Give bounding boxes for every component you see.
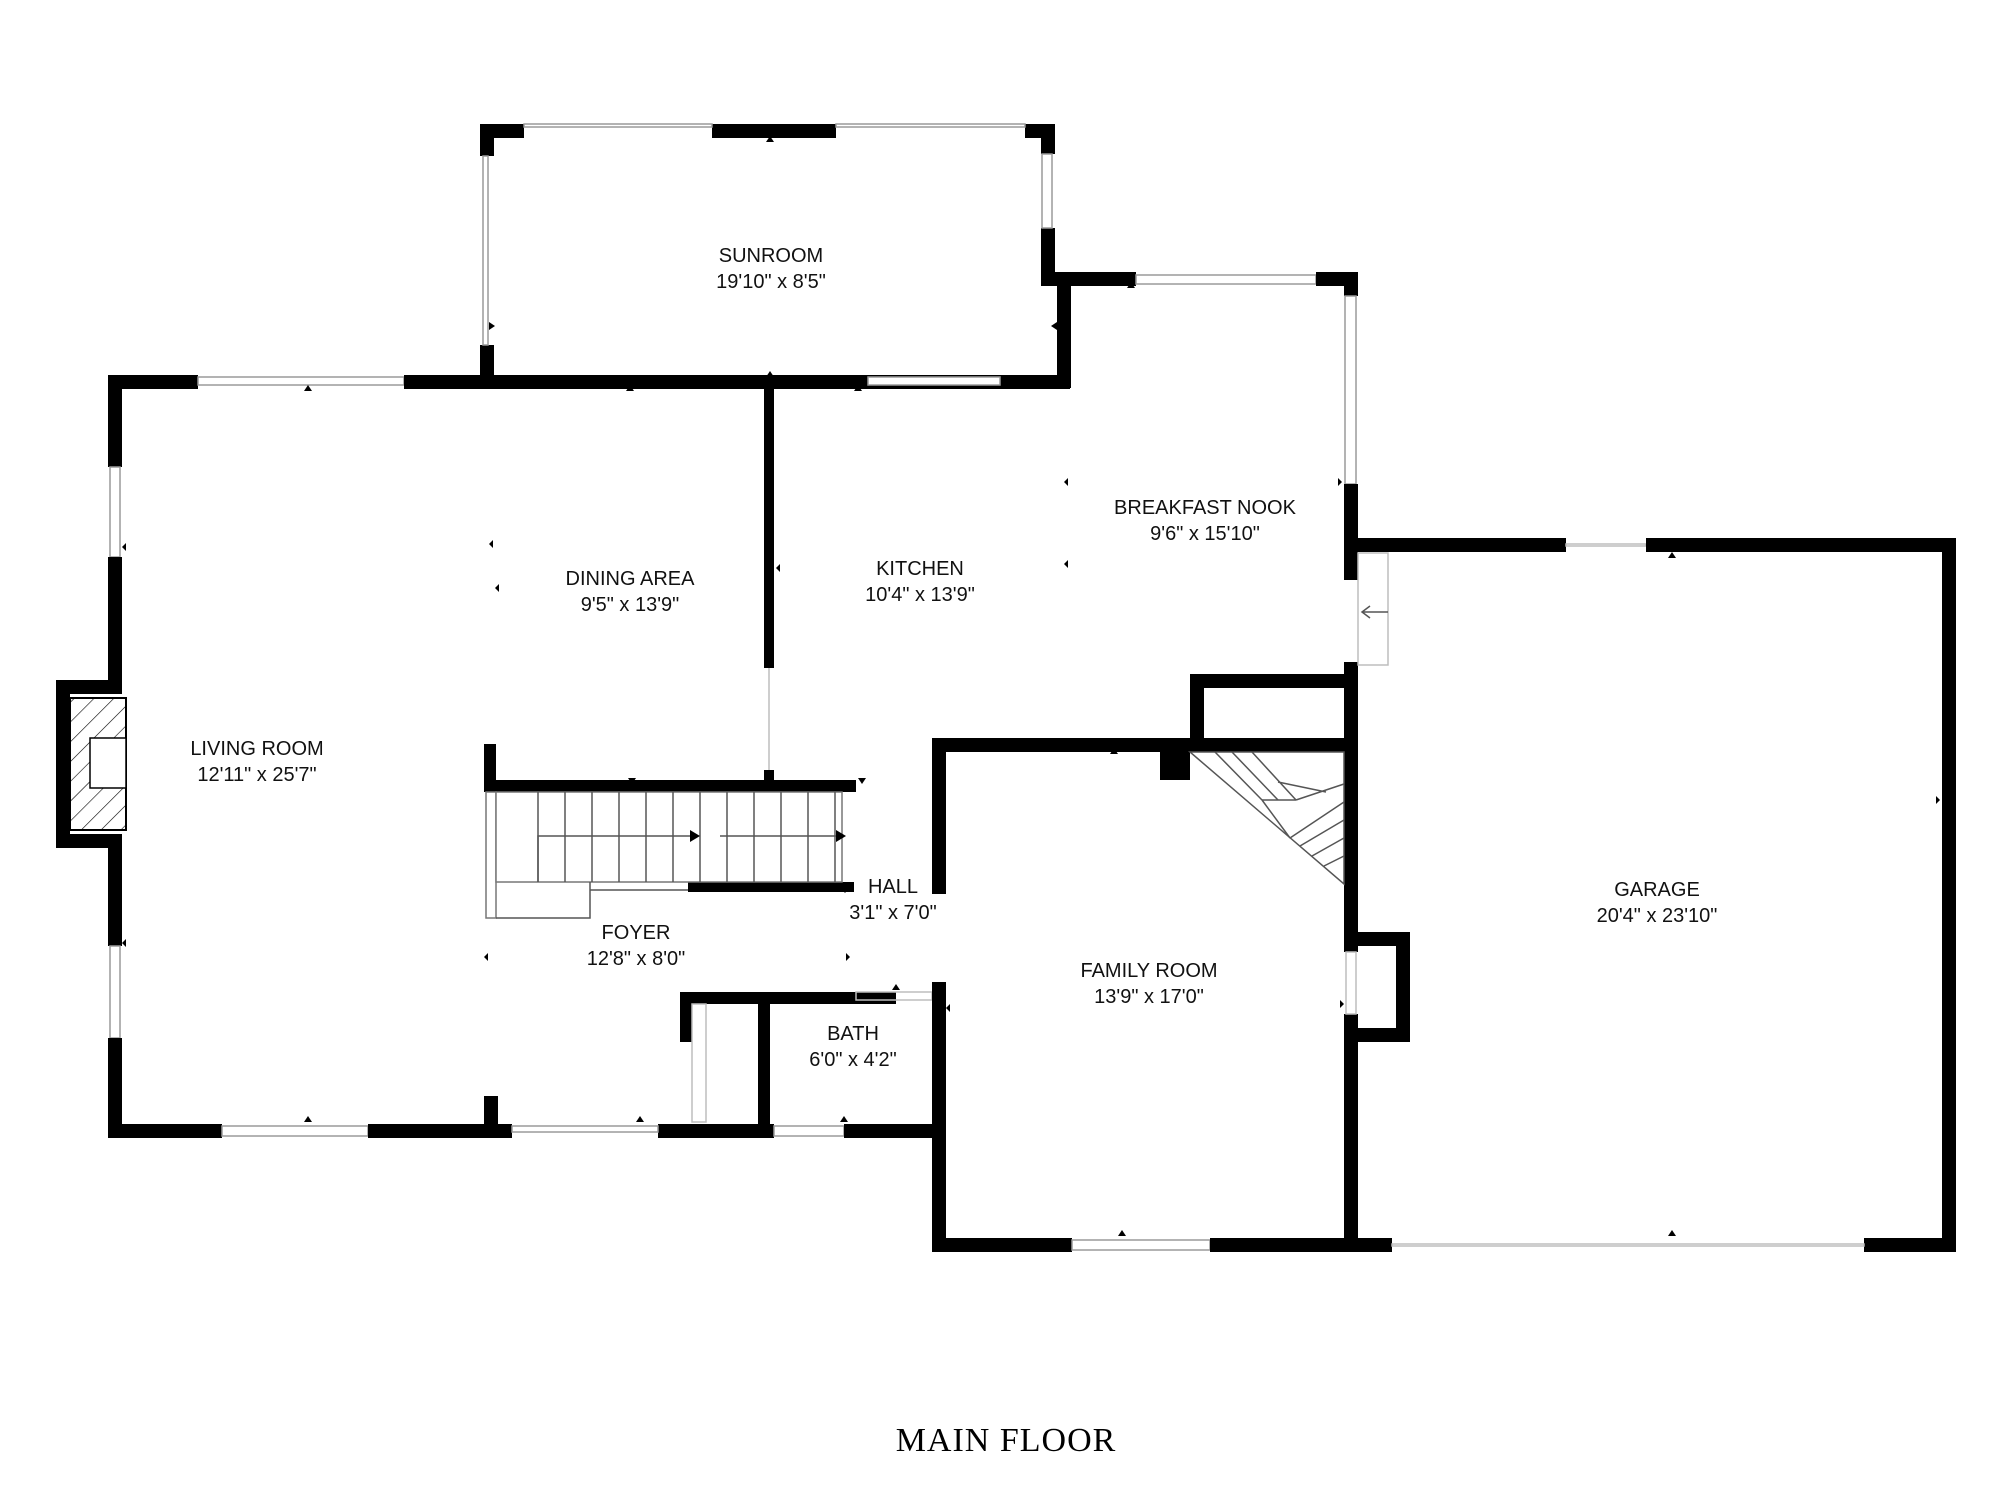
living-room-dims: 12'11" x 25'7" [197, 764, 316, 786]
family-room-name: FAMILY ROOM [1080, 960, 1217, 982]
breakfast-nook-walls [1041, 272, 1389, 742]
sunroom-windows [482, 123, 1053, 346]
garage-name: GARAGE [1614, 879, 1700, 901]
room-label-dining-area: DINING AREA 9'5" x 13'9" [566, 568, 696, 616]
dining-kitchen-top-wall [480, 272, 1071, 389]
sunroom-walls [480, 124, 1055, 380]
garage-dims: 20'4" x 23'10" [1597, 905, 1718, 927]
staircase [484, 744, 856, 919]
living-room-walls [56, 375, 512, 1138]
foyer-dims: 12'8" x 8'0" [587, 948, 686, 970]
room-label-foyer: FOYER 12'8" x 8'0" [587, 922, 686, 970]
dining-area-dims: 9'5" x 13'9" [581, 594, 680, 616]
room-label-bath: BATH 6'0" x 4'2" [809, 1023, 896, 1071]
breakfast-nook-name: BREAKFAST NOOK [1114, 497, 1297, 519]
fireplace [69, 697, 127, 831]
family-room-stairs [1187, 751, 1345, 886]
garage-walls [1344, 538, 1956, 1252]
floor-title: MAIN FLOOR [896, 1422, 1117, 1459]
kitchen-dims: 10'4" x 13'9" [865, 584, 975, 606]
bath-name: BATH [827, 1023, 879, 1045]
room-label-garage: GARAGE 20'4" x 23'10" [1597, 879, 1718, 927]
hall-name: HALL [868, 876, 918, 898]
hall-bath-walls [511, 991, 942, 1138]
breakfast-nook-dims: 9'6" x 15'10" [1150, 523, 1260, 545]
room-label-family-room: FAMILY ROOM 13'9" x 17'0" [1080, 960, 1217, 1008]
family-room-walls [932, 674, 1392, 1252]
door-markers [122, 136, 1940, 1236]
kitchen-name: KITCHEN [876, 558, 964, 580]
room-label-breakfast-nook: BREAKFAST NOOK 9'6" x 15'10" [1114, 497, 1297, 545]
family-room-dims: 13'9" x 17'0" [1094, 986, 1204, 1008]
room-label-sunroom: SUNROOM 19'10" x 8'5" [716, 245, 826, 293]
room-label-hall: HALL 3'1" x 7'0" [849, 876, 936, 924]
sunroom-name: SUNROOM [719, 245, 823, 267]
hall-dims: 3'1" x 7'0" [849, 902, 936, 924]
room-label-living-room: LIVING ROOM 12'11" x 25'7" [190, 738, 323, 786]
room-label-kitchen: KITCHEN 10'4" x 13'9" [865, 558, 975, 606]
foyer-name: FOYER [602, 922, 671, 944]
dining-kitchen-divider [764, 385, 774, 668]
bath-dims: 6'0" x 4'2" [809, 1049, 896, 1071]
living-room-name: LIVING ROOM [190, 738, 323, 760]
dining-area-name: DINING AREA [566, 568, 696, 590]
sunroom-dims: 19'10" x 8'5" [716, 271, 826, 293]
